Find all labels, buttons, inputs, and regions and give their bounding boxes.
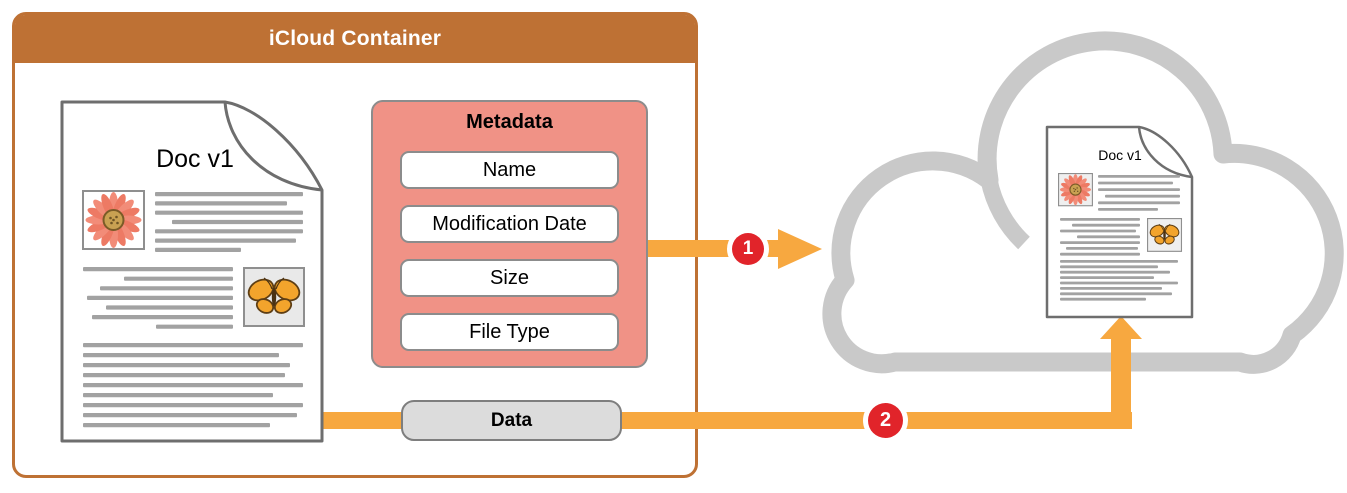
- text-line: [83, 343, 303, 348]
- data-arrowhead-icon: [1100, 316, 1142, 339]
- text-line: [1098, 201, 1180, 205]
- text-line: [1060, 252, 1140, 256]
- cloud-document-title: Doc v1: [1098, 147, 1142, 163]
- butterfly-image-icon: [243, 267, 305, 327]
- cloud-lobe-seam: [980, 178, 1030, 250]
- step-2-number: 2: [879, 409, 892, 431]
- text-line: [172, 219, 303, 225]
- text-line: [155, 247, 241, 252]
- text-line: [83, 423, 270, 428]
- local-document-title: Doc v1: [156, 145, 234, 173]
- text-line: [83, 373, 285, 378]
- page-curl-icon: [1137, 126, 1193, 179]
- text-line: [155, 210, 303, 215]
- step-2-badge: 2: [868, 403, 903, 438]
- flower-image-icon: [1058, 173, 1093, 207]
- text-line: [124, 276, 233, 281]
- text-line: [100, 286, 233, 291]
- text-line: [155, 192, 303, 197]
- text-line: [1060, 241, 1140, 244]
- metadata-arrowhead-icon: [778, 229, 822, 269]
- icloud-container-title: iCloud Container: [268, 27, 442, 50]
- text-line: [1060, 229, 1136, 233]
- text-line: [1098, 188, 1180, 191]
- text-line: [87, 295, 233, 300]
- icloud-container-header: iCloud Container: [15, 15, 695, 63]
- text-line: [1060, 218, 1140, 221]
- text-line: [1077, 235, 1140, 239]
- text-line: [83, 353, 279, 358]
- text-line: [155, 238, 296, 243]
- data-pill: Data: [401, 400, 622, 441]
- step-1-number: 1: [742, 238, 754, 259]
- text-line: [1060, 265, 1158, 269]
- text-line: [92, 315, 233, 320]
- text-line: [83, 393, 273, 398]
- data-pill-label: Data: [490, 409, 533, 431]
- text-line: [1072, 223, 1140, 227]
- text-line: [83, 383, 303, 388]
- text-line: [1060, 287, 1162, 290]
- text-line: [156, 324, 233, 329]
- text-line: [83, 403, 303, 408]
- text-line: [1060, 297, 1146, 301]
- text-line: [1105, 194, 1180, 198]
- text-line: [83, 363, 290, 368]
- text-line: [83, 413, 297, 418]
- metadata-item: Modification Date: [400, 205, 619, 243]
- local-document-illustration: [60, 100, 324, 443]
- metadata-item: Name: [400, 151, 619, 189]
- metadata-item: File Type: [400, 313, 619, 351]
- cloud-document: Doc v1: [1045, 125, 1195, 319]
- metadata-title: Metadata: [466, 111, 553, 133]
- butterfly-image-icon: [1147, 218, 1183, 252]
- metadata-item: Size: [400, 259, 619, 297]
- text-line: [1060, 281, 1178, 285]
- text-line: [106, 305, 233, 310]
- page-curl-icon: [223, 101, 323, 192]
- text-line: [1060, 276, 1154, 279]
- text-line: [1060, 292, 1172, 296]
- data-arrow-vertical-bar: [1111, 338, 1131, 429]
- text-line: [1060, 270, 1170, 274]
- text-line: [83, 267, 233, 272]
- text-line: [155, 229, 303, 234]
- text-line: [1098, 175, 1180, 178]
- text-line: [1098, 208, 1158, 211]
- cloud-document-illustration: [1045, 125, 1194, 319]
- text-line: [1066, 247, 1138, 250]
- local-document: Doc v1: [60, 99, 326, 444]
- text-line: [155, 201, 287, 206]
- flower-image-icon: [82, 190, 145, 250]
- text-line: [1060, 260, 1178, 263]
- text-line: [1098, 181, 1173, 185]
- step-1-badge: 1: [732, 233, 764, 265]
